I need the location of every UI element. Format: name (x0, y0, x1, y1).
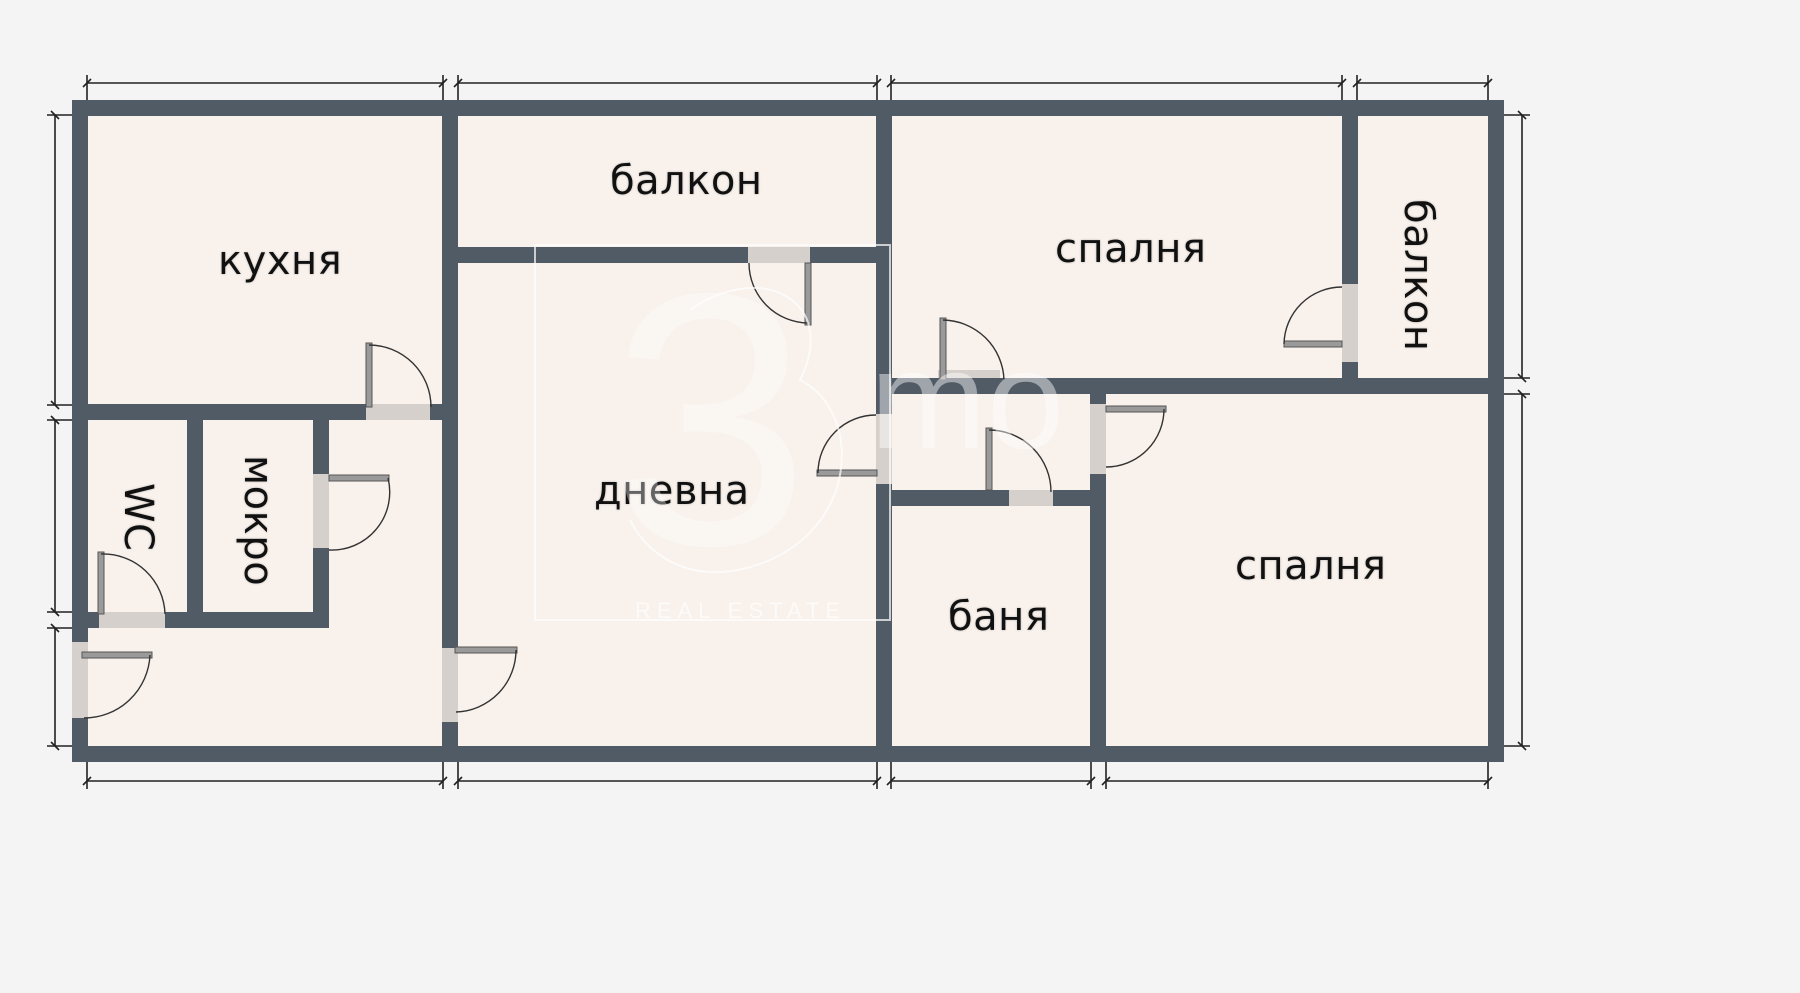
room-label-bedroom-south: спалня (1235, 543, 1387, 589)
outer-wall-bottom (72, 746, 1504, 762)
dimension-lines (47, 75, 1530, 789)
wall-corridor-bath (876, 490, 1106, 506)
wall-kitchen-living (442, 100, 458, 762)
door-entrance (81, 651, 153, 719)
wall-bath-bedroom (1090, 394, 1106, 762)
outer-wall-top (72, 100, 1504, 116)
watermark-logo (534, 244, 891, 621)
door-kitchen (365, 342, 432, 408)
door-bedroom-north (939, 317, 1005, 381)
floor-bathroom (892, 506, 1090, 746)
outer-wall-left (72, 100, 88, 762)
floor-balcony-east (1358, 116, 1488, 378)
room-label-balcony-north: балкон (610, 158, 763, 204)
door-bathroom (985, 427, 1052, 493)
door-bedroom-south (1105, 405, 1167, 468)
watermark-tagline: REAL ESTATE (635, 598, 847, 623)
door-thresholds (72, 247, 1358, 722)
doors (81, 262, 1343, 719)
watermark-numeral: 3 (610, 219, 811, 621)
room-label-bedroom-north: спалня (1055, 226, 1207, 272)
door-utility (328, 474, 391, 551)
door-wc (97, 551, 166, 615)
wall-kitchen-bottom (72, 404, 458, 420)
wall-wc-utility (187, 420, 203, 628)
room-label-balcony-east: балкон (1395, 199, 1441, 352)
floor-kitchen (88, 116, 442, 404)
outer-wall-right (1488, 100, 1504, 762)
floor-living-room (458, 263, 876, 746)
floor-bedroom-north (892, 116, 1342, 378)
floor-bedroom-south (1106, 394, 1488, 746)
room-label-living-room: дневна (594, 468, 750, 514)
floor-balcony-north (458, 116, 876, 247)
door-balcony-east (1283, 286, 1343, 348)
room-label-kitchen: кухня (218, 238, 343, 284)
room-label-wc: WC (115, 483, 161, 552)
watermark-logo-text: mo (870, 321, 1065, 478)
wall-bedroom-bottom (876, 378, 1504, 394)
room-label-utility: мокро (235, 455, 281, 587)
door-living-corridor (816, 414, 878, 477)
door-hall-living (454, 646, 518, 713)
room-label-bathroom: баня (948, 594, 1050, 640)
